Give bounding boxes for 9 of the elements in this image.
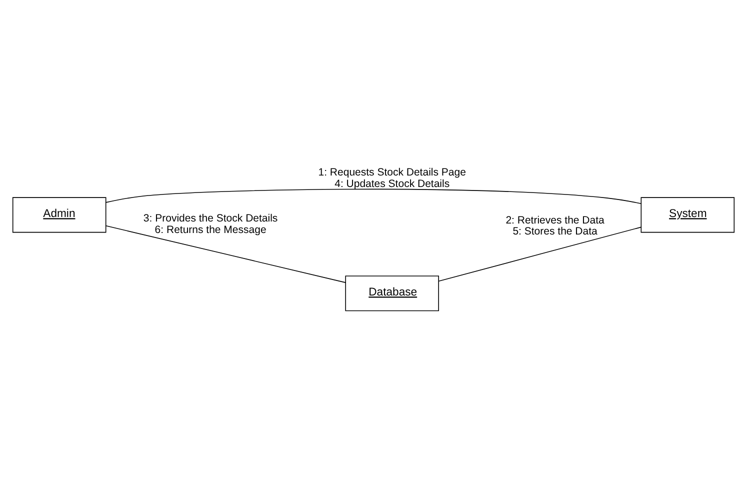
connector	[438, 226, 642, 282]
edge-label: 1: Requests Stock Details Page 4: Updates Stock Details	[318, 166, 466, 190]
connector	[105, 224, 346, 282]
node-box: Admin	[12, 196, 106, 232]
node-box: System	[640, 196, 735, 232]
node-box: Database	[345, 275, 439, 311]
edge-label: 2: Retrieves the Data 5: Stores the Data	[506, 214, 604, 238]
edge-label: 3: Provides the Stock Details 6: Returns the Message	[143, 212, 278, 236]
connector	[106, 188, 642, 204]
